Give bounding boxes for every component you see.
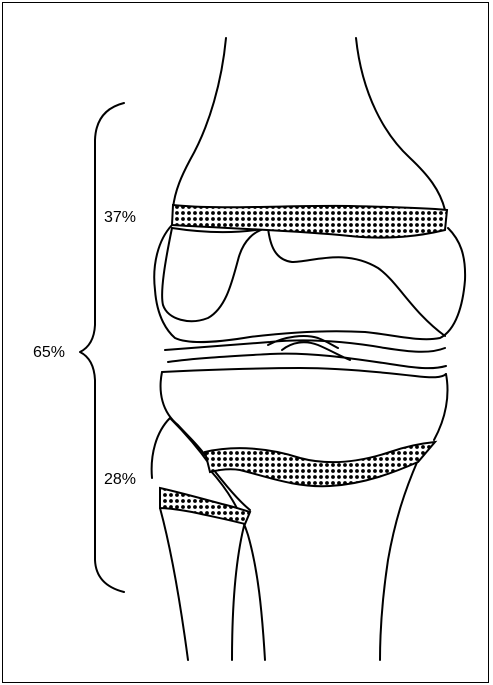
label-lower-percent: 28% [104, 472, 136, 488]
tibia-left-edge [161, 372, 205, 455]
fibula-shaft-right [232, 522, 245, 660]
label-total-percent: 65% [33, 345, 65, 361]
femur-shaft-right [356, 38, 445, 210]
femur-lateral-condyle [162, 228, 268, 321]
label-upper-percent: 37% [104, 210, 136, 226]
femur-intercondylar-notch [172, 228, 445, 336]
bracket-brace [80, 103, 124, 592]
femur-shaft-left [173, 38, 226, 208]
tibia-shaft-right [380, 460, 418, 660]
meniscus-lower-line [168, 354, 446, 369]
tibial-growth-plate [205, 442, 435, 486]
fibula-shaft-left [160, 508, 188, 660]
tibia-plateau-top [162, 368, 446, 377]
tibia-right-edge [434, 374, 448, 440]
femur-condyles-outline [154, 225, 465, 342]
